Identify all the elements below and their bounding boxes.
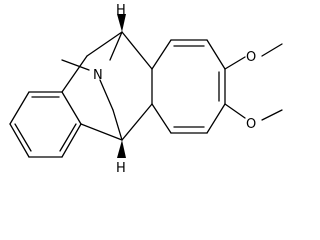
methoxy-oxygen-label-1: O xyxy=(246,50,256,65)
chemical-structure: N H H O O xyxy=(9,3,283,176)
right-benzene-ring xyxy=(151,39,226,134)
atom-labels: N H H O O xyxy=(93,3,256,176)
top-hydrogen-label: H xyxy=(116,3,126,18)
bridge-bonds xyxy=(61,31,153,141)
methoxy-oxygen-label-2: O xyxy=(246,117,256,132)
nitrogen-atom-label: N xyxy=(93,68,103,83)
stereo-bonds xyxy=(117,14,126,158)
bottom-hydrogen-label: H xyxy=(116,161,126,176)
left-benzene-ring xyxy=(9,91,82,158)
methoxy-groups xyxy=(224,43,283,121)
